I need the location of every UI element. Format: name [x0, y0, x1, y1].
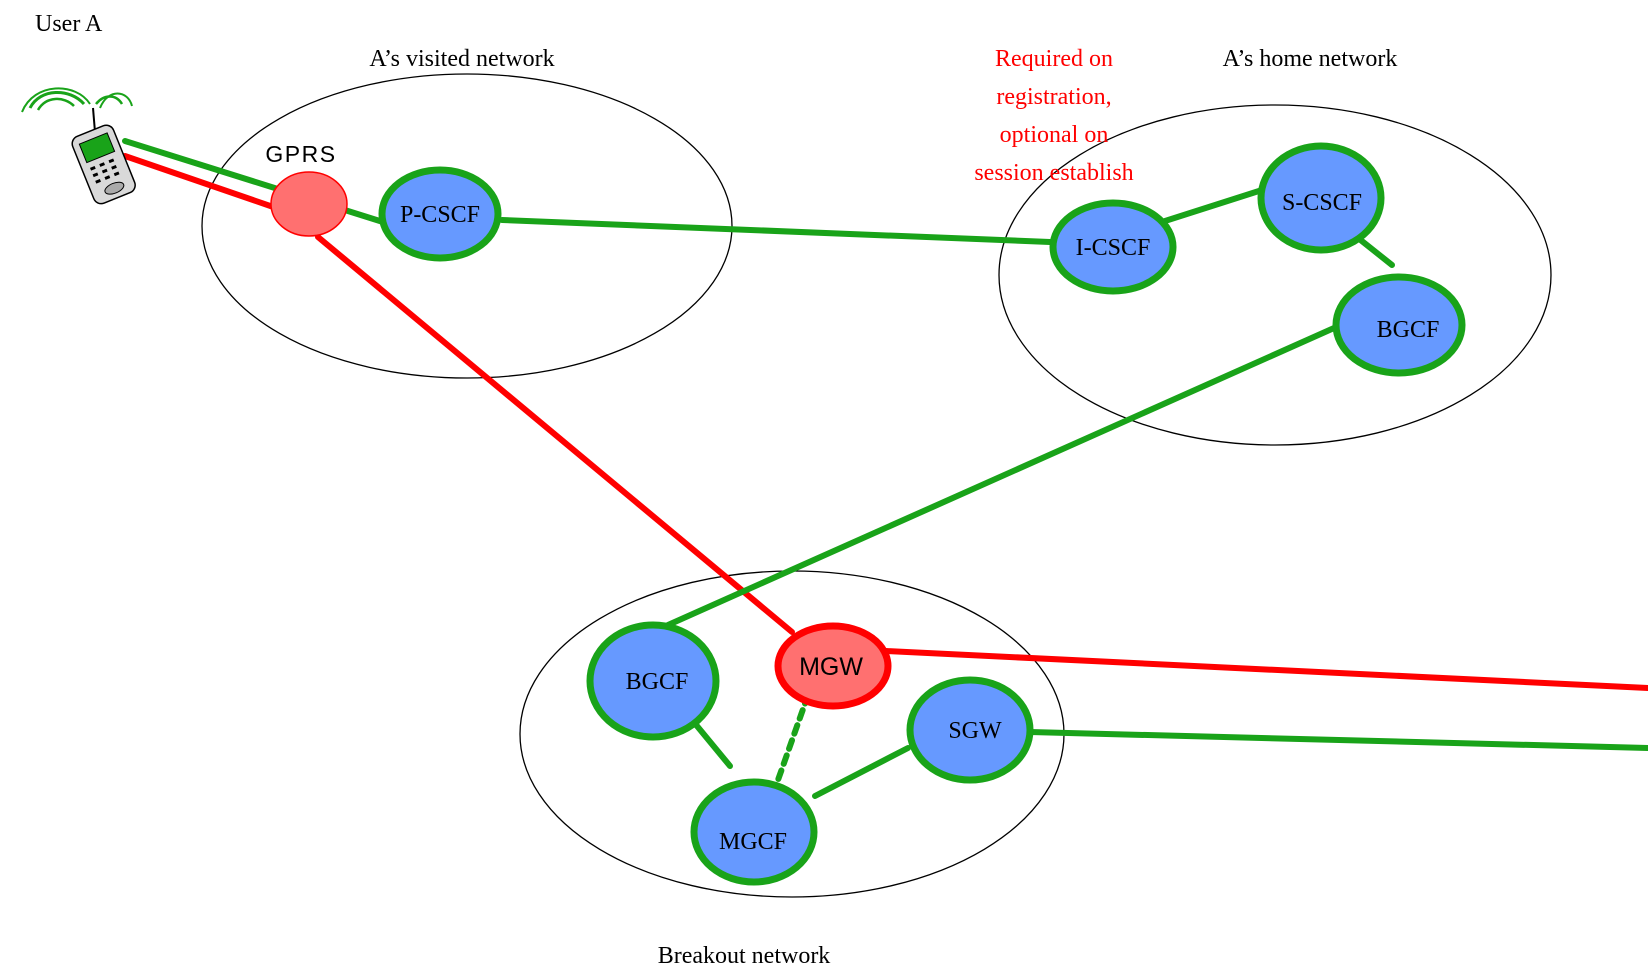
- scscf-label: S-CSCF: [1282, 190, 1362, 216]
- mobile-phone-icon: [21, 87, 136, 205]
- annotation-line-2: registration,: [996, 84, 1111, 110]
- mgw-label: MGW: [799, 653, 863, 681]
- icscf-label: I-CSCF: [1076, 235, 1151, 261]
- media-path: [122, 153, 1648, 691]
- annotation-line-4: session establish: [974, 160, 1133, 186]
- signal-link-pcscf-icscf: [499, 217, 1053, 245]
- annotation-line-3: optional on: [1000, 122, 1109, 148]
- media-link-phone-gprs: [122, 153, 285, 213]
- sgw-node: [906, 676, 1034, 784]
- scscf-node: [1257, 142, 1385, 254]
- gprs-label: GPRS: [265, 141, 336, 167]
- signal-link-bgcf-bgcf: [665, 321, 1346, 628]
- signal-link-mgcf-sgw: [812, 745, 911, 799]
- media-link-gprs-mgw: [315, 234, 795, 635]
- bgcf-home-label: BGCF: [1377, 317, 1440, 343]
- annotation-note: Required on registration, optional on se…: [974, 46, 1133, 186]
- icscf-node: [1049, 199, 1177, 295]
- bgcf-breakout-label: BGCF: [626, 669, 689, 695]
- home-network-ellipse: [998, 104, 1552, 446]
- signal-link-icscf-scscf: [1162, 187, 1265, 224]
- signaling-path: [122, 138, 1648, 799]
- pcscf-label: P-CSCF: [400, 202, 480, 228]
- visited-network-ellipse: [201, 73, 733, 379]
- bgcf-breakout-node: [586, 621, 720, 741]
- mgcf-label: MGCF: [719, 829, 787, 855]
- bgcf-home-node: [1332, 273, 1466, 377]
- user-label: User A: [35, 11, 103, 37]
- signal-link-sgw-out: [1027, 729, 1648, 751]
- breakout-network-label: Breakout network: [658, 943, 831, 969]
- visited-network-label: A’s visited network: [369, 46, 554, 72]
- mgw-node: [774, 622, 892, 710]
- pcscf-node: [378, 166, 502, 262]
- mgcf-node: [690, 778, 818, 886]
- sgw-label: SGW: [948, 718, 1002, 744]
- signal-link-mgw-mgcf: [775, 692, 811, 783]
- media-link-mgw-out: [883, 648, 1648, 691]
- gprs-node: [270, 171, 348, 237]
- annotation-line-1: Required on: [995, 46, 1113, 72]
- home-network-label: A’s home network: [1223, 46, 1398, 72]
